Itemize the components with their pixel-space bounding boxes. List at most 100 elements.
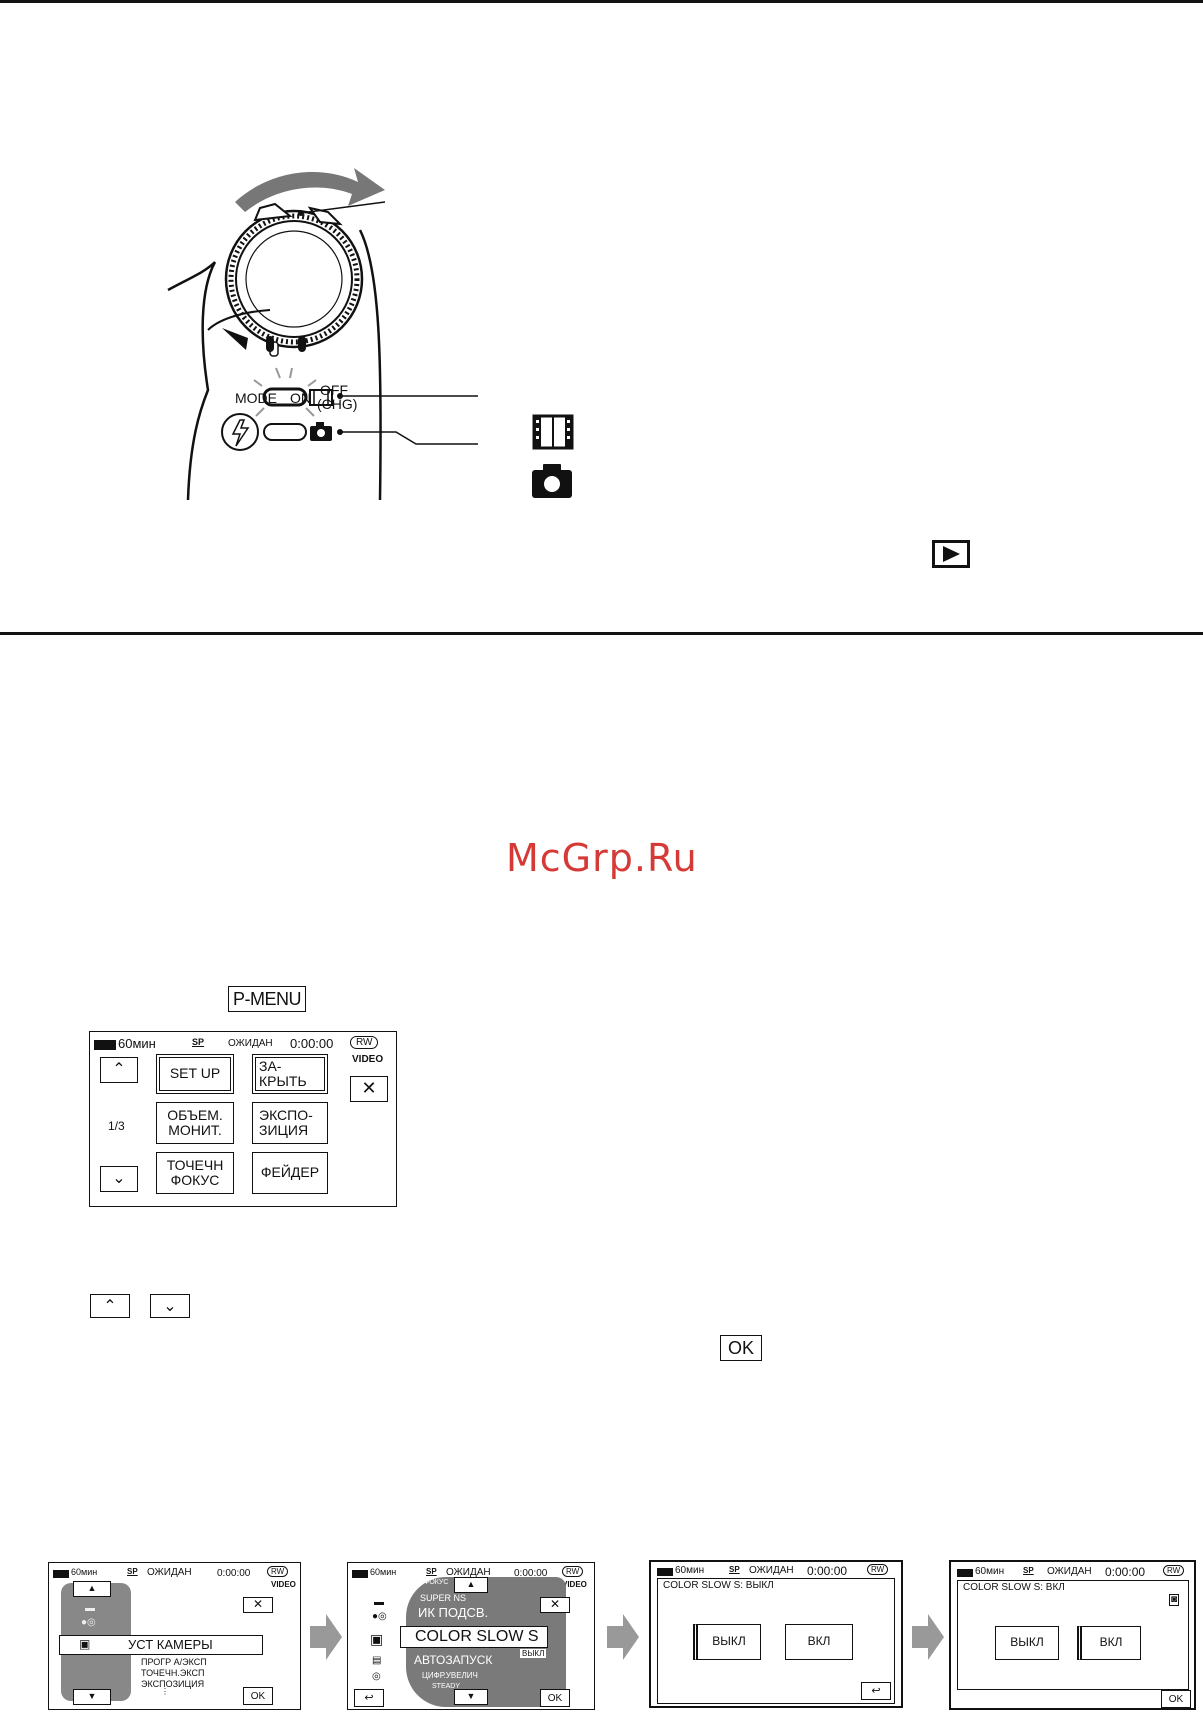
pmenu-screen: 60мин SP ОЖИДАН 0:00:00 RW VIDEO ⌃ 1/3 ⌄… — [89, 1031, 397, 1207]
on-label: ON — [290, 390, 311, 406]
ok-label: OK — [547, 1692, 563, 1704]
status-text: ОЖИДАН — [446, 1567, 491, 1578]
submenu-item: АВТОЗАПУСК — [414, 1653, 493, 1667]
category-icon: ▤ — [372, 1655, 382, 1666]
scroll-up-button[interactable]: ▲ — [454, 1577, 488, 1593]
camera-category-icon: ▣ — [79, 1637, 91, 1651]
time-left: 60мин — [71, 1567, 98, 1577]
sp-badge: SP — [1023, 1566, 1034, 1575]
next-arrow-icon — [912, 1614, 944, 1660]
off-label: ВЫКЛ — [1010, 1635, 1044, 1650]
next-arrow-icon — [310, 1614, 342, 1660]
selected-label: COLOR SLOW S — [415, 1628, 539, 1646]
on-button[interactable]: ВКЛ — [1077, 1626, 1141, 1660]
back-button[interactable]: ↩ — [354, 1689, 384, 1707]
exposure-label-1: ЭКСПО- — [259, 1106, 313, 1123]
page-indicator: 1/3 — [108, 1119, 125, 1133]
on-button[interactable]: ВКЛ — [785, 1624, 853, 1660]
menu-item: ЭКСПОЗИЦИЯ — [141, 1679, 205, 1689]
time-left: 60мин — [370, 1567, 397, 1577]
flash-button-icon — [221, 413, 259, 451]
spot-label-1: ТОЧЕЧН — [166, 1156, 224, 1173]
on-label: ВКЛ — [1099, 1635, 1123, 1650]
counter: 0:00:00 — [290, 1036, 334, 1051]
dialog-title: COLOR SLOW S: ВКЛ — [963, 1582, 1065, 1593]
setup-button[interactable]: SET UP — [156, 1054, 234, 1094]
more-indicator: ⋮ — [161, 1687, 169, 1696]
ok-label: OK — [250, 1690, 266, 1702]
exposure-label-2: ЗИЦИЯ — [259, 1122, 309, 1138]
chg-label: (CHG) — [317, 396, 358, 412]
top-rule — [0, 0, 1203, 3]
spot-label-2: ФОКУС — [170, 1172, 220, 1188]
status-text: ОЖИДАН — [147, 1567, 192, 1578]
p-menu-key[interactable]: P-MENU — [228, 986, 306, 1012]
ok-button[interactable]: OK — [540, 1689, 570, 1707]
fader-label: ФЕЙДЕР — [260, 1164, 320, 1181]
ok-button[interactable]: OK — [243, 1687, 273, 1705]
submenu-item: SUPER NS — [420, 1593, 467, 1603]
volume-label-2: МОНИТ. — [168, 1122, 222, 1138]
disc-badge: RW — [867, 1564, 889, 1575]
exposure-button[interactable]: ЭКСПО- ЗИЦИЯ — [252, 1102, 328, 1144]
close-button[interactable]: ЗА- КРЫТЬ — [252, 1054, 328, 1094]
close-x-button[interactable]: ✕ — [540, 1597, 570, 1613]
category-icon: ●◎ — [372, 1611, 387, 1622]
close-x-button[interactable]: ✕ — [243, 1597, 273, 1613]
rotate-arrow-icon — [235, 168, 385, 212]
counter: 0:00:00 — [217, 1568, 251, 1579]
selected-label: УСТ КАМЕРЫ — [128, 1636, 213, 1652]
battery-icon — [352, 1570, 368, 1578]
menu-item: ТОЧЕЧН.ЭКСП — [141, 1668, 205, 1678]
section-rule — [0, 632, 1203, 635]
page-down-button[interactable]: ⌄ — [100, 1166, 138, 1192]
menu-item: ПРОГР А/ЭКСП — [141, 1657, 207, 1667]
film-small-icon — [309, 389, 333, 406]
dialog-box — [657, 1578, 895, 1704]
scroll-up-key[interactable]: ⌃ — [90, 1294, 130, 1318]
battery-icon — [957, 1569, 973, 1577]
camera-category-icon: ▣ — [370, 1631, 384, 1647]
off-button[interactable]: ВЫКЛ — [995, 1626, 1059, 1660]
sp-badge: SP — [729, 1565, 740, 1574]
scroll-down-key[interactable]: ⌄ — [150, 1294, 190, 1318]
time-left: 60мин — [675, 1565, 705, 1576]
status-text: ОЖИДАН — [228, 1038, 273, 1049]
off-label: OFF — [320, 382, 348, 398]
disc-badge: RW — [1163, 1565, 1185, 1576]
watermark: McGrp.Ru — [506, 836, 698, 880]
scroll-up-button[interactable]: ▲ — [73, 1581, 111, 1597]
scroll-down-button[interactable]: ▼ — [73, 1689, 111, 1705]
scroll-down-button[interactable]: ▼ — [454, 1689, 488, 1705]
ok-button[interactable]: OK — [1161, 1690, 1191, 1708]
power-switch-illustration — [167, 168, 478, 501]
submenu-item: ФОКУС — [424, 1579, 449, 1586]
disc-badge: RW — [562, 1566, 584, 1577]
step-screen-3: 60мин SP ОЖИДАН 0:00:00 RW COLOR SLOW S:… — [649, 1560, 903, 1708]
close-x-button[interactable]: ✕ — [350, 1076, 388, 1102]
off-button[interactable]: ВЫКЛ — [693, 1624, 761, 1660]
disc-badge: RW — [267, 1566, 289, 1577]
fader-button[interactable]: ФЕЙДЕР — [252, 1152, 328, 1194]
counter: 0:00:00 — [1105, 1565, 1146, 1579]
current-value: ВЫКЛ — [520, 1649, 547, 1658]
status-text: ОЖИДАН — [749, 1565, 794, 1576]
volume-label-1: ОБЪЕМ. — [167, 1106, 223, 1123]
slow-shutter-icon: ◙ — [1169, 1594, 1180, 1606]
off-label: ВЫКЛ — [712, 1634, 746, 1649]
selected-item[interactable]: COLOR SLOW S — [400, 1626, 548, 1648]
next-arrow-icon — [607, 1614, 639, 1660]
selected-item[interactable]: УСТ КАМЕРЫ — [59, 1635, 263, 1655]
disc-badge: RW — [350, 1036, 379, 1049]
movie-mode-icon — [532, 414, 574, 450]
mode-label: MODE — [235, 390, 277, 406]
ok-key[interactable]: OK — [720, 1335, 762, 1361]
spot-focus-button[interactable]: ТОЧЕЧН ФОКУС — [156, 1152, 234, 1194]
counter: 0:00:00 — [514, 1568, 548, 1579]
dialog-title: COLOR SLOW S: ВЫКЛ — [663, 1580, 774, 1591]
time-left: 60мин — [118, 1036, 156, 1051]
back-button[interactable]: ↩ — [861, 1682, 891, 1700]
page-up-button[interactable]: ⌃ — [100, 1057, 138, 1083]
step-screen-2: 60мин SP ОЖИДАН 0:00:00 RW VIDEO ▬ ●◎ ▣ … — [347, 1562, 595, 1710]
volume-button[interactable]: ОБЪЕМ. МОНИТ. — [156, 1102, 234, 1144]
